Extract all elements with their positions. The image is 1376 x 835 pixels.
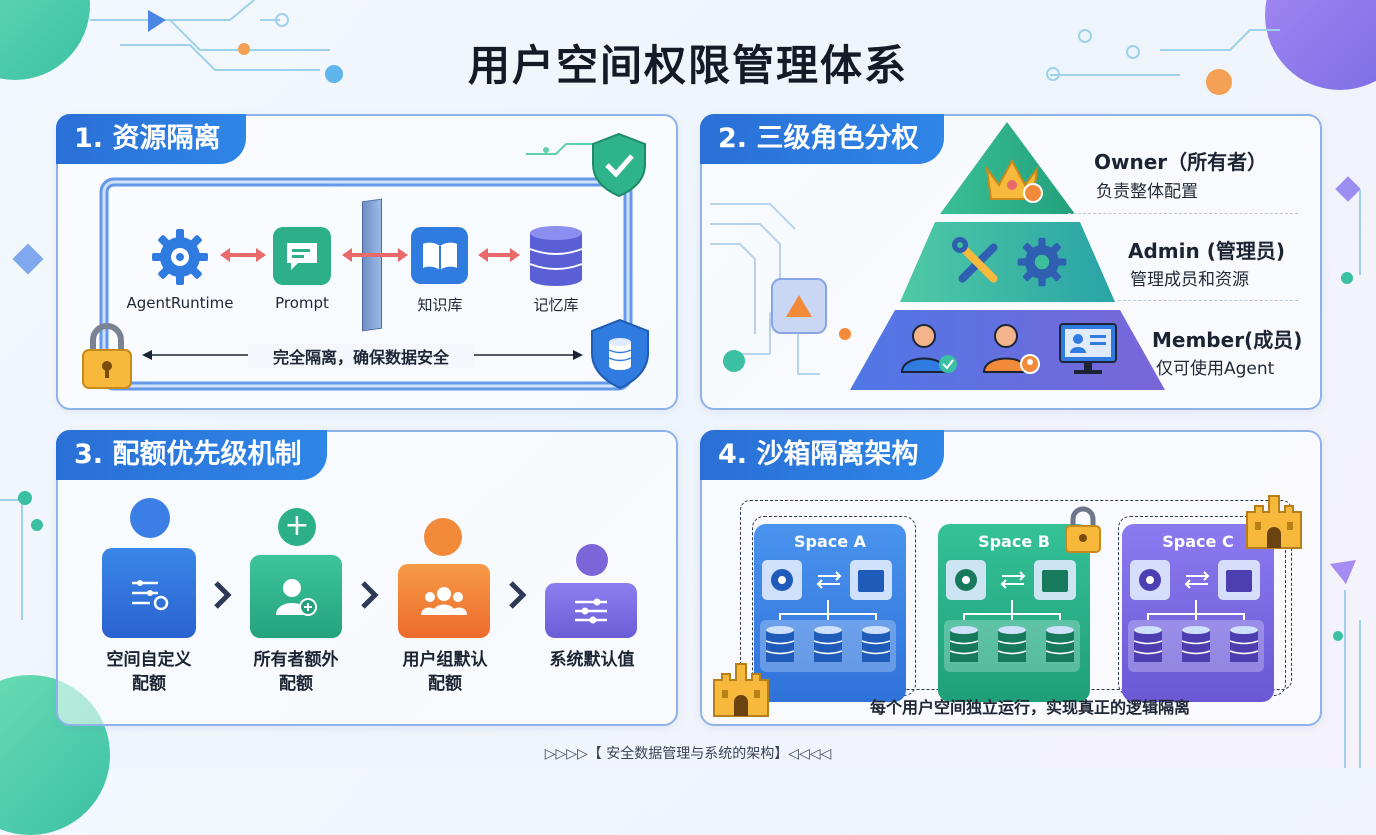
role-member-desc: 仅可使用Agent <box>1156 359 1275 379</box>
gear-icon <box>150 227 210 291</box>
database-icon <box>814 630 842 662</box>
folder-icon <box>1226 570 1252 592</box>
space-name: Space C <box>1162 532 1234 551</box>
database-rings <box>765 640 795 655</box>
page-title: 用户空间权限管理体系 <box>467 41 908 90</box>
database-rings <box>1181 640 1211 655</box>
database-rings <box>1229 640 1259 655</box>
connector-lines <box>963 600 1061 620</box>
label-prompt: Prompt <box>275 294 329 312</box>
database-rings <box>861 640 891 655</box>
shield-check-icon <box>590 132 648 202</box>
space-name: Space A <box>793 532 867 551</box>
user-group-icon <box>398 564 490 638</box>
sliders-icon <box>102 548 196 638</box>
step-label: 系统默认值 <box>549 650 635 670</box>
footer-caption: ▷▷▷▷【 安全数据管理与系统的架构】◁◁◁◁ <box>544 746 832 762</box>
chevron-right-icon <box>212 580 234 614</box>
role-divider <box>1118 300 1298 301</box>
crown-icon <box>983 155 1045 209</box>
database-rings <box>813 640 843 655</box>
circuit-decoration <box>0 0 1361 768</box>
panel-title: 2. 三级角色分权 <box>700 114 945 164</box>
database-top <box>1046 626 1074 634</box>
gear-hub <box>778 576 786 584</box>
panel-title: 1. 资源隔离 <box>56 114 247 164</box>
monitor-user-icon <box>1058 322 1118 382</box>
database-icon <box>862 630 890 662</box>
database-top <box>1182 626 1210 634</box>
panel-title: 3. 配额优先级机制 <box>56 430 328 480</box>
folder-icon <box>858 570 884 592</box>
database-icon <box>1182 630 1210 662</box>
database-icon <box>1230 630 1258 662</box>
connector-lines <box>1147 600 1245 620</box>
chevron-right-icon <box>507 580 529 614</box>
step-label: 用户组默认配额 <box>402 650 488 694</box>
database-rings <box>949 640 979 655</box>
role-owner-desc: 负责整体配置 <box>1096 182 1198 202</box>
database-icon <box>950 630 978 662</box>
database-rings <box>1045 640 1075 655</box>
add-user-icon <box>250 555 342 638</box>
member-user-icon <box>898 322 960 380</box>
avatar-head <box>576 544 608 576</box>
chevron-right-icon <box>359 580 381 614</box>
database-top <box>950 626 978 634</box>
plus-icon: + <box>278 508 316 546</box>
isolation-note: 完全隔离，确保数据安全 <box>248 344 474 368</box>
lock-icon <box>80 322 134 394</box>
database-icon <box>1046 630 1074 662</box>
database-top <box>862 626 890 634</box>
settings-gear-icon <box>1015 235 1069 293</box>
exchange-arrows <box>1000 571 1026 589</box>
exchange-arrows <box>816 571 842 589</box>
step-label: 空间自定义配额 <box>106 650 192 694</box>
label-knowledge-base: 知识库 <box>417 296 463 314</box>
step-label: 所有者额外配额 <box>253 650 339 694</box>
database-top <box>1230 626 1258 634</box>
connector-lines <box>779 600 877 620</box>
member-user-lock-icon <box>980 322 1042 380</box>
space-internals <box>760 560 1264 672</box>
database-top <box>766 626 794 634</box>
bidirectional-arrows <box>220 248 520 262</box>
prompt-icon <box>273 227 331 285</box>
role-owner-name: Owner（所有者） <box>1094 150 1268 174</box>
database-icon <box>766 630 794 662</box>
sandbox-note: 每个用户空间独立运行，实现真正的逻辑隔离 <box>869 698 1190 717</box>
label-agentruntime: AgentRuntime <box>126 294 234 312</box>
gear-hub <box>962 576 970 584</box>
database-icon <box>528 225 584 291</box>
tools-icon <box>950 235 1006 295</box>
label-memory-base: 记忆库 <box>533 296 579 314</box>
database-icon <box>1134 630 1162 662</box>
system-sliders-icon <box>545 583 637 638</box>
database-top <box>998 626 1026 634</box>
database-rings <box>997 640 1027 655</box>
avatar-head <box>424 518 462 556</box>
database-top <box>814 626 842 634</box>
gear-hub <box>1146 576 1154 584</box>
space-name: Space B <box>978 532 1050 551</box>
castle-icon <box>710 658 772 722</box>
role-admin-name: Admin (管理员) <box>1128 239 1285 263</box>
firewall-divider <box>362 198 382 332</box>
database-icon <box>1042 570 1068 592</box>
role-divider <box>1068 213 1298 214</box>
role-chip-icon <box>771 278 827 334</box>
role-admin-desc: 管理成员和资源 <box>1130 270 1249 290</box>
database-top <box>1134 626 1162 634</box>
database-icon <box>998 630 1026 662</box>
panel-title: 4. 沙箱隔离架构 <box>700 430 945 480</box>
castle-icon <box>1243 490 1305 554</box>
padlock-icon <box>1064 506 1102 558</box>
avatar-head <box>130 498 170 538</box>
isolation-frame <box>99 143 633 391</box>
role-member-name: Member(成员) <box>1152 328 1303 352</box>
book-icon <box>411 227 468 284</box>
database-rings <box>1133 640 1163 655</box>
exchange-arrows <box>1184 571 1210 589</box>
shield-database-icon <box>589 318 651 394</box>
